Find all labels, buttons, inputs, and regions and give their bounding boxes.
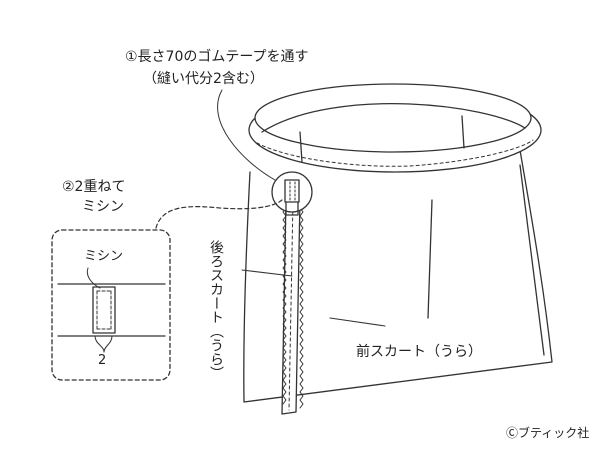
- waist-interior-left-seam: [299, 131, 303, 163]
- waistband-stitch: [256, 139, 534, 167]
- back-skirt-label: 後ろスカート（うら）: [208, 240, 224, 380]
- back-skirt-stitch: [288, 199, 294, 411]
- back-skirt-leader: [241, 269, 293, 277]
- step2-callout: [155, 199, 283, 229]
- step1-label: ①長さ70のゴムテープを通す: [125, 49, 309, 65]
- step1-sublabel: （縫い代分2含む）: [143, 71, 264, 87]
- step2-label: ②2重ねて: [62, 179, 126, 195]
- front-skirt-label: 前スカート（うら）: [356, 344, 482, 360]
- elastic-tape-stitch: [289, 181, 296, 201]
- inset-dimension-label: 2: [98, 353, 107, 368]
- inset-dim-arc-2: [103, 335, 113, 353]
- elastic-tape-end: [284, 179, 300, 203]
- elastic-tape-tail: [285, 201, 299, 216]
- waist-interior-right-seam: [461, 115, 465, 149]
- front-skirt-seam-left: [427, 199, 433, 319]
- front-skirt-body: [243, 149, 553, 403]
- inset-machine-leader: [86, 267, 101, 289]
- back-skirt-zigzag-right: [299, 199, 304, 409]
- step2-sublabel: ミシン: [82, 199, 124, 215]
- inset-tape: [92, 286, 116, 334]
- back-skirt-zigzag-left: [282, 199, 287, 405]
- waistband-inner: [254, 83, 532, 153]
- copyright-credit: Ⓒブティック社: [506, 426, 590, 440]
- front-skirt-leader: [329, 317, 386, 327]
- waist-interior-back: [261, 103, 526, 133]
- inset-machine-label: ミシン: [84, 249, 124, 264]
- front-skirt-seam-right: [519, 164, 545, 356]
- step1-leader: [217, 89, 276, 181]
